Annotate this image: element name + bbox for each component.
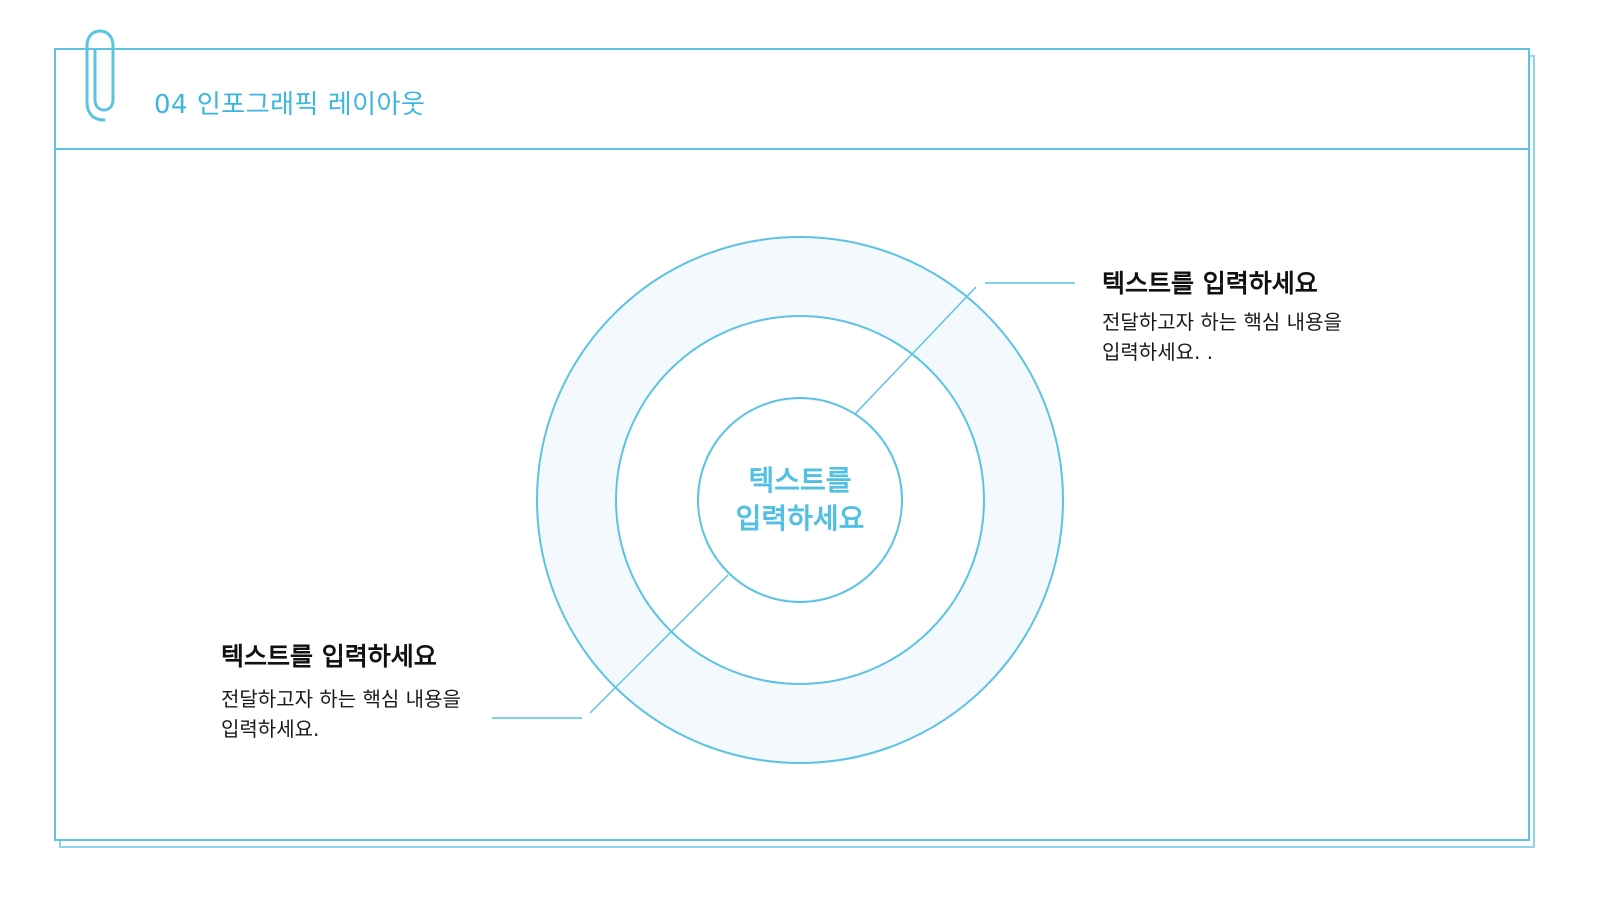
callout-top-body-line1: 전달하고자 하는 핵심 내용을 <box>1102 310 1342 334</box>
callout-bottom-body-line2: 입력하세요. <box>221 717 320 741</box>
callout-bottom-body-line1: 전달하고자 하는 핵심 내용을 <box>221 687 461 711</box>
center-label-line1: 텍스트를 <box>748 464 852 497</box>
connector-bottom-left <box>589 574 729 714</box>
connector-top-right <box>854 286 977 415</box>
page-title: 04 인포그래픽 레이아웃 <box>154 90 426 120</box>
callout-bottom-title: 텍스트를 입력하세요 <box>221 642 437 671</box>
callout-bottom-body: 전달하고자 하는 핵심 내용을 입력하세요. <box>221 684 461 744</box>
center-label-line2: 입력하세요 <box>735 502 865 535</box>
paperclip-icon <box>85 29 115 122</box>
callout-top-title: 텍스트를 입력하세요 <box>1102 269 1318 298</box>
header-divider <box>54 148 1530 150</box>
callout-top-body-line2: 입력하세요. . <box>1102 340 1214 364</box>
callout-top-body: 전달하고자 하는 핵심 내용을 입력하세요. . <box>1102 307 1342 367</box>
center-label: 텍스트를 입력하세요 <box>700 462 900 538</box>
inner-circle <box>697 397 903 603</box>
